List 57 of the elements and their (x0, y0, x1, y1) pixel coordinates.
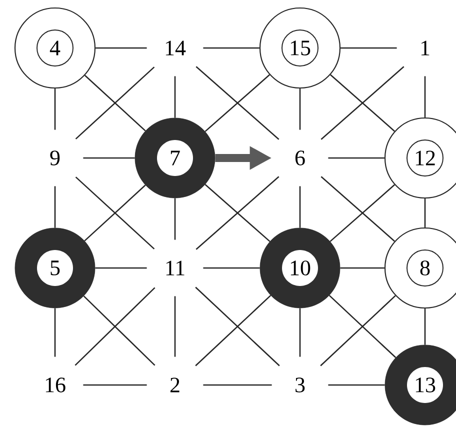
connector-line (54, 186, 56, 228)
connector-line (424, 76, 426, 118)
ringed-number: 7 (134, 118, 216, 198)
connector-line (328, 294, 396, 358)
connector-line (84, 74, 146, 132)
ringed-number: 13 (384, 344, 456, 426)
ringed-number: 10 (260, 228, 340, 308)
connector-line (328, 384, 385, 386)
connector-line (424, 198, 426, 228)
connector-line (299, 186, 301, 228)
connector-line (196, 66, 280, 140)
connector-line (96, 47, 147, 49)
ringed-number: 15 (259, 7, 341, 89)
connector-line (328, 157, 384, 159)
connector-line (54, 308, 56, 357)
connector-line (95, 267, 147, 269)
connector-line (174, 198, 176, 240)
connector-line (320, 66, 404, 140)
connector-line (340, 47, 397, 49)
connector-line (195, 286, 280, 366)
ringed-number: 4 (14, 7, 96, 89)
connector-line (83, 384, 147, 386)
connector-line (195, 294, 272, 366)
connector-line (196, 176, 280, 250)
connector-line (84, 184, 146, 242)
connector-line (74, 287, 156, 366)
connector-line (204, 184, 270, 242)
connector-line (203, 384, 272, 386)
connector-line (83, 157, 135, 159)
number-label: 2 (170, 378, 180, 392)
connector-line (299, 88, 301, 130)
number-label: 14 (166, 40, 186, 56)
connector-line (204, 74, 270, 132)
connector-line (330, 74, 395, 132)
connector-line (320, 295, 396, 366)
number-label: 16 (46, 378, 66, 392)
connector-line (203, 267, 260, 269)
number-label: 1 (421, 40, 430, 56)
connector-line (299, 308, 301, 357)
connector-line (330, 184, 395, 242)
ringed-number: 12 (384, 117, 456, 199)
number-label: 6 (295, 150, 305, 166)
number-label: 3 (296, 378, 305, 392)
number-label: 11 (166, 260, 184, 276)
number-label: 9 (50, 150, 60, 166)
connector-line (340, 267, 384, 269)
ringed-number: 5 (14, 228, 96, 308)
connector-line (424, 308, 426, 345)
connector-line (174, 76, 176, 118)
connector-line (320, 176, 395, 242)
connector-line (75, 66, 155, 140)
connector-line (174, 296, 176, 357)
connector-line (203, 47, 260, 49)
ringed-number: 8 (384, 227, 456, 309)
connector-line (54, 88, 56, 130)
connector-line (75, 176, 155, 250)
connector-line (83, 296, 156, 366)
